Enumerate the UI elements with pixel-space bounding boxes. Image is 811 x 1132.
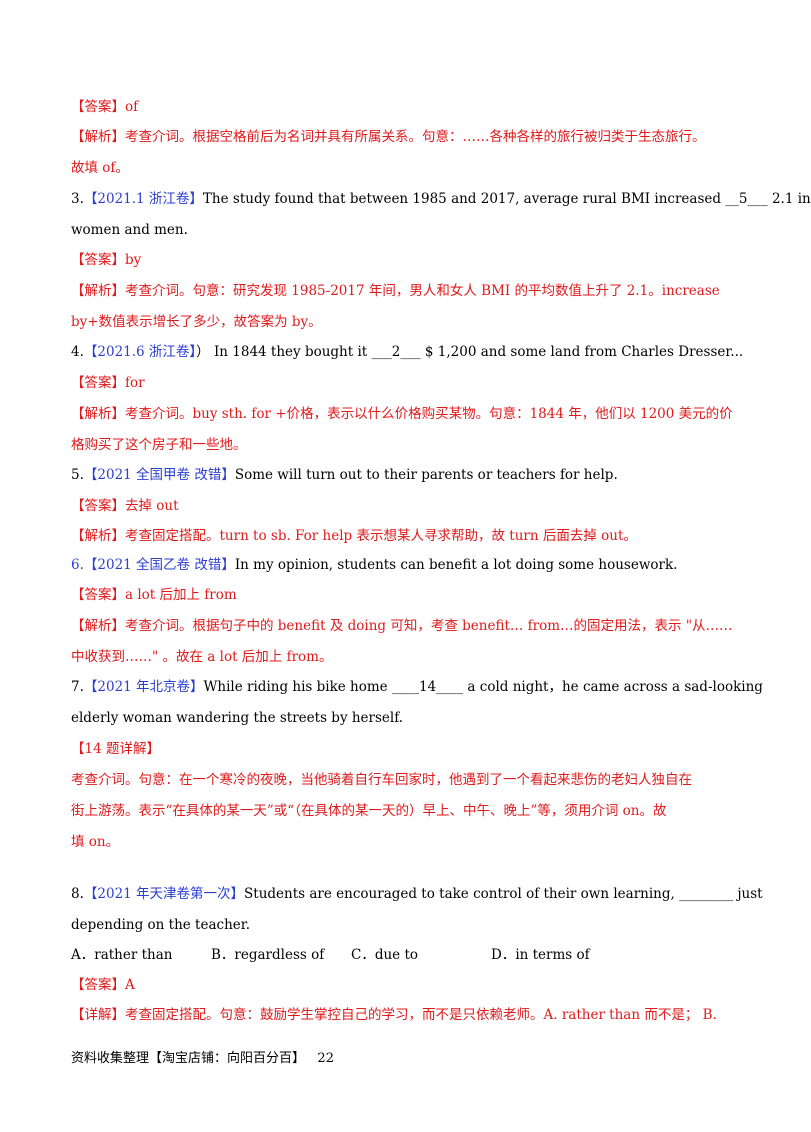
page-footer: 资料收集整理【淘宝店铺：向阳百分百】 22: [71, 1049, 334, 1069]
answer-3: 【答案】by: [71, 252, 142, 268]
explanation-7-line2: 街上游荡。表示“在具体的某一天”或“（在具体的某一天的）早上、中午、晚上”等，须…: [71, 803, 667, 819]
option-d: D．in terms of: [491, 947, 590, 963]
option-a: A．rather than: [71, 947, 173, 963]
explanation-2-line2: 故填 of。: [71, 160, 129, 176]
question-source: 【2021 全国甲卷 改错】: [83, 467, 235, 483]
question-4-line1: 4.【2021.6 浙江卷】） In 1844 they bought it _…: [71, 344, 744, 360]
explanation-7-line3: 填 on。: [71, 834, 120, 850]
explanation-6-line2: 中收获到……" 。故在 a lot 后加上 from。: [71, 649, 333, 665]
question-5-line1: 5.【2021 全国甲卷 改错】Some will turn out to th…: [71, 467, 618, 483]
explanation-3-line1: 【解析】考查介词。句意：研究发现 1985-2017 年间，男人和女人 BMI …: [71, 283, 720, 299]
question-source: 【2021.6 浙江卷】: [83, 344, 197, 360]
options-8: A．rather than B．regardless of C．due to D．in…: [71, 945, 732, 965]
explanation-5-line1: 【解析】考查固定搭配。turn to sb. For help 表示想某人寻求帮…: [71, 528, 637, 544]
question-number: 5.: [71, 467, 84, 483]
question-number: 7.: [71, 679, 84, 695]
answer-6: 【答案】a lot 后加上 from: [71, 587, 237, 603]
question-source: 【2021.1 浙江卷】: [83, 191, 203, 207]
answer-8: 【答案】A: [71, 977, 135, 993]
question-number: 6.: [71, 557, 84, 573]
answer-blank: ___2___: [371, 344, 421, 360]
answer-2: 【答案】of: [71, 99, 139, 115]
answer-7: 【14 题详解】: [71, 741, 160, 757]
question-8-line1: 8.【2021 年天津卷第一次】Students are encouraged …: [71, 886, 763, 902]
answer-blank: __5___: [725, 191, 768, 207]
explanation-4-line2: 格购买了这个房子和一些地。: [71, 437, 247, 453]
explanation-6-line1: 【解析】考查介词。根据句子中的 benefit 及 doing 可知，考查 be…: [71, 618, 733, 634]
question-source: 【2021 全国乙卷 改错】: [83, 557, 235, 573]
question-3-line2: women and men.: [71, 222, 188, 238]
explanation-8-line1: 【详解】考查固定搭配。句意：鼓励学生掌控自己的学习，而不是只依赖老师。A. ra…: [71, 1007, 717, 1023]
question-6-line1: 6.【2021 全国乙卷 改错】In my opinion, students …: [71, 557, 678, 573]
explanation-7-line1: 考查介词。句意：在一个寒冷的夜晚，当他骑着自行车回家时，他遇到了一个看起来悲伤的…: [71, 772, 692, 788]
option-c: C．due to: [351, 947, 418, 963]
question-3-line1: 3.【2021.1 浙江卷】The study found that betwe…: [71, 191, 811, 207]
question-source: 【2021 年天津卷第一次】: [83, 886, 245, 902]
page-number: 22: [317, 1051, 334, 1066]
explanation-3-line2: by+数值表示增长了多少，故答案为 by。: [71, 314, 322, 330]
question-source: 【2021 年北京卷】: [83, 679, 204, 695]
question-number: 8.: [71, 886, 84, 902]
explanation-2-line1: 【解析】考查介词。根据空格前后为名词并具有所属关系。句意：……各种各样的旅行被归…: [71, 129, 706, 145]
answer-blank: ____14____: [391, 679, 464, 695]
question-7-line2: elderly woman wandering the streets by h…: [71, 710, 404, 726]
question-7-line1: 7.【2021 年北京卷】While riding his bike home …: [71, 679, 763, 695]
option-b: B．regardless of: [211, 947, 325, 963]
answer-4: 【答案】for: [71, 375, 145, 391]
question-8-line2: depending on the teacher.: [71, 917, 251, 933]
answer-5: 【答案】去掉 out: [71, 498, 179, 514]
footer-text: 资料收集整理【淘宝店铺：向阳百分百】: [71, 1051, 306, 1066]
question-number: 4.: [71, 344, 84, 360]
question-number: 3.: [71, 191, 84, 207]
explanation-4-line1: 【解析】考查介词。buy sth. for +价格，表示以什么价格购买某物。句意…: [71, 406, 733, 422]
